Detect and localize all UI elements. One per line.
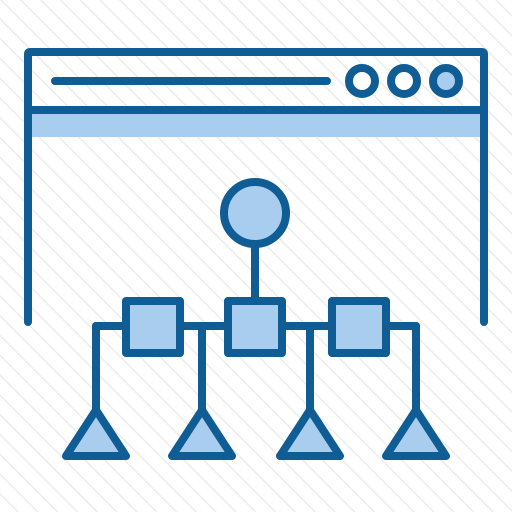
triangle-leaf-node-icon [168,406,236,460]
root-node-circle-icon [220,178,290,248]
triangle-leaf-node-icon [382,406,450,460]
triangle-leaf-node-icon [62,406,130,460]
sitemap-tree-icon [62,178,450,460]
window-control-circle-icon [387,64,421,98]
square-node-icon [224,297,286,357]
square-node-icon [328,297,390,357]
browser-toolbar-band [30,113,482,137]
browser-frame [24,48,488,326]
window-control-circle-icon [345,64,379,98]
triangle-leaf-node-icon [276,406,344,460]
square-node-icon [122,297,184,357]
window-control-circle-icon [429,64,463,98]
browser-window-icon [24,48,488,326]
